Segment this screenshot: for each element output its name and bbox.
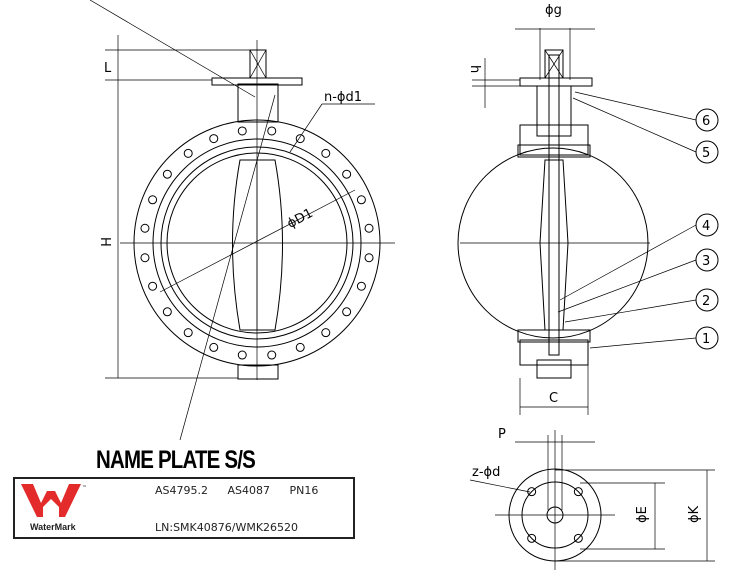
bolt-hole [237,350,247,360]
bolt-hole [321,328,331,338]
part-balloon [695,326,719,350]
bolt-hole [209,134,219,144]
bolt-hole [162,169,172,179]
logo-text: WaterMark [30,522,76,532]
side-view: ϕg h C 6 5 4 3 2 1 [457,3,719,415]
leader-line [589,337,697,349]
bolt-hole [183,328,193,338]
bolt-hole [148,195,158,205]
part-number: 5 [702,146,710,161]
bolt-hole [356,195,366,205]
part-balloon [695,108,719,132]
bolt-hole [364,253,374,263]
leader-line [564,299,697,323]
leader-line [572,97,697,153]
part-number: 4 [702,219,710,234]
dim-H: H [97,237,112,247]
bolt-hole [573,533,583,543]
part-balloon [695,213,719,237]
bolt-hole [295,134,305,144]
bolt-hole [342,169,352,179]
bottom-view: P z-ϕd ϕE ϕK [469,427,715,570]
bolt-hole [237,126,247,136]
part-balloon [695,288,719,312]
leader-line [557,259,697,313]
bolt-hole [148,281,158,291]
dim-g: ϕg [545,3,562,18]
bolt-hole [162,307,172,317]
nameplate: ™ WaterMark AS4795.2 AS4087 PN16 LN:SMK4… [13,477,355,539]
dim-holes: n-ϕd1 [324,90,362,105]
bolt-hole [527,533,537,543]
bolt-hole [295,342,305,352]
bolt-hole [267,126,277,136]
front-view: L H ϕD1 n-ϕd1 [89,0,395,441]
dim-K: ϕK [687,505,702,523]
dim-D1: ϕD1 [285,206,316,232]
bolt-hole [209,342,219,352]
logo-tm: ™ [82,485,87,491]
leader-line [559,224,697,301]
bolt-hole [342,307,352,317]
standards: AS4795.2 AS4087 PN16 [155,484,332,497]
part-number: 1 [702,332,710,347]
dim-zd: z-ϕd [472,465,500,480]
bolt-hole [321,148,331,158]
standard-item: AS4087 [227,484,271,497]
licence-number: LN:SMK40876/WMK26520 [155,521,299,534]
dim-C: C [549,391,558,406]
bolt-hole [356,281,366,291]
standard-item: AS4795.2 [155,484,208,497]
part-balloon [695,140,719,164]
part-number: 2 [702,294,710,309]
bolt-hole [140,223,150,233]
part-number: 6 [702,114,710,129]
part-balloon [695,248,719,272]
watermark-logo: ™ [21,484,87,517]
bolt-hole [364,223,374,233]
dim-E: ϕE [635,506,650,523]
bolt-hole [573,487,583,497]
dim-L: L [104,61,112,76]
bolt-hole [267,350,277,360]
bolt-hole [140,253,150,263]
leader-line [574,91,697,121]
dim-h: h [467,65,482,73]
part-number: 3 [702,254,710,269]
dim-P: P [498,427,506,442]
standard-item: PN16 [289,484,319,497]
nameplate-title: NAME PLATE S/S [96,446,256,474]
bolt-hole [183,148,193,158]
